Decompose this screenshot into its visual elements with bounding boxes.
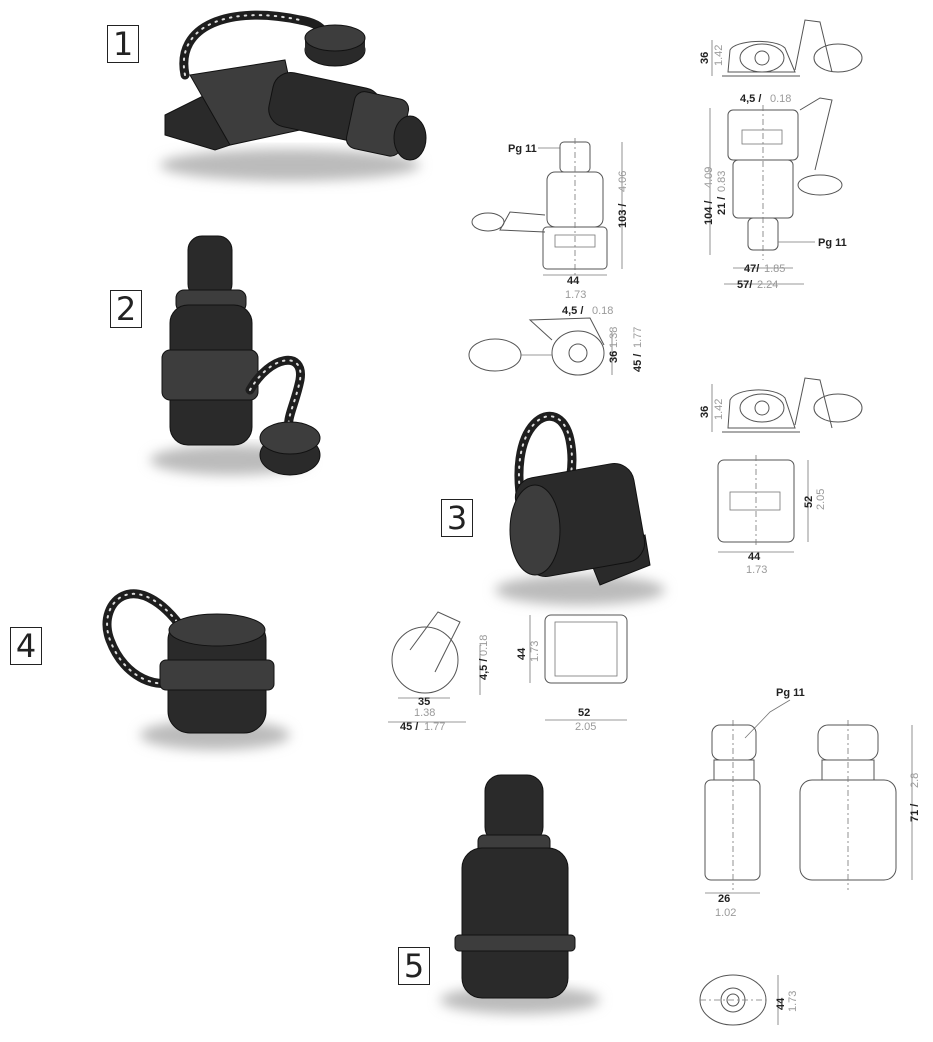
item-number-3: 3 xyxy=(441,499,473,537)
svg-text:44: 44 xyxy=(775,997,787,1010)
drawing-cover: 4,5 / 0.18 35 1.38 45 / 1.77 44 1.73 52 … xyxy=(388,611,628,733)
svg-text:4.09: 4.09 xyxy=(703,167,715,188)
svg-text:0.83: 0.83 xyxy=(716,171,728,192)
item-number-1: 1 xyxy=(107,25,139,63)
item-number-2: 2 xyxy=(110,290,142,328)
svg-text:1.02: 1.02 xyxy=(715,907,736,919)
svg-text:1.38: 1.38 xyxy=(608,327,620,348)
svg-text:21 /: 21 / xyxy=(716,197,728,215)
svg-text:0.18: 0.18 xyxy=(478,635,490,656)
svg-text:44: 44 xyxy=(748,551,761,563)
product-photo-2 xyxy=(150,235,321,476)
svg-text:36: 36 xyxy=(608,351,620,363)
svg-text:Pg 11: Pg 11 xyxy=(818,237,847,249)
svg-text:44: 44 xyxy=(567,275,580,287)
item-number-4: 4 xyxy=(10,627,42,665)
svg-text:44: 44 xyxy=(516,647,528,660)
svg-text:1.42: 1.42 xyxy=(713,399,725,420)
svg-text:0.18: 0.18 xyxy=(592,305,613,317)
svg-text:4.06: 4.06 xyxy=(617,171,629,192)
svg-text:0.18: 0.18 xyxy=(770,93,791,105)
svg-text:4,5 /: 4,5 / xyxy=(478,659,490,680)
svg-text:Pg 11: Pg 11 xyxy=(508,143,537,155)
svg-text:4,5 /: 4,5 / xyxy=(562,305,583,317)
svg-text:103 /: 103 / xyxy=(617,204,629,228)
svg-text:45 /: 45 / xyxy=(632,354,644,372)
svg-text:Pg 11: Pg 11 xyxy=(776,687,805,699)
svg-text:2.05: 2.05 xyxy=(815,489,827,510)
svg-text:1.77: 1.77 xyxy=(632,327,644,348)
svg-text:35: 35 xyxy=(418,696,430,708)
svg-text:2.05: 2.05 xyxy=(575,721,596,733)
product-photo-3 xyxy=(495,411,665,605)
svg-text:1.85: 1.85 xyxy=(764,263,785,275)
svg-text:1.73: 1.73 xyxy=(565,289,586,301)
svg-text:1.73: 1.73 xyxy=(529,641,541,662)
svg-text:36: 36 xyxy=(699,52,711,64)
product-photo-1 xyxy=(160,10,427,181)
drawing-bottom: Pg 11 26 1.02 71 / 2.8 44 1.73 xyxy=(699,687,921,1026)
svg-text:26: 26 xyxy=(718,893,730,905)
svg-text:57/: 57/ xyxy=(737,279,752,291)
drawing-top-right: 36 1.42 4,5 / 0.18 104 / 4.09 21 / 0.83 … xyxy=(699,19,863,291)
svg-text:1.42: 1.42 xyxy=(713,45,725,66)
svg-text:104 /: 104 / xyxy=(703,201,715,225)
svg-text:2.24: 2.24 xyxy=(757,279,778,291)
svg-text:45 /: 45 / xyxy=(400,721,418,733)
svg-text:1.38: 1.38 xyxy=(414,707,435,719)
svg-text:1.73: 1.73 xyxy=(787,991,799,1012)
svg-text:2.8: 2.8 xyxy=(909,773,921,788)
svg-text:1.73: 1.73 xyxy=(746,564,767,576)
svg-text:36: 36 xyxy=(699,406,711,418)
svg-text:52: 52 xyxy=(803,496,815,508)
svg-text:4,5 /: 4,5 / xyxy=(740,93,761,105)
drawing-middle-right: 36 1.42 52 2.05 44 1.73 xyxy=(699,377,863,576)
product-photo-5 xyxy=(440,774,600,1014)
svg-text:52: 52 xyxy=(578,707,590,719)
item-number-5: 5 xyxy=(398,947,430,985)
drawing-middle-left: Pg 11 103 / 4.06 44 1.73 4,5 / 0.18 36 1… xyxy=(468,138,644,376)
svg-text:47/: 47/ xyxy=(744,263,759,275)
svg-text:1.77: 1.77 xyxy=(424,721,445,733)
product-photo-4 xyxy=(102,589,290,750)
svg-text:71 /: 71 / xyxy=(909,804,921,822)
